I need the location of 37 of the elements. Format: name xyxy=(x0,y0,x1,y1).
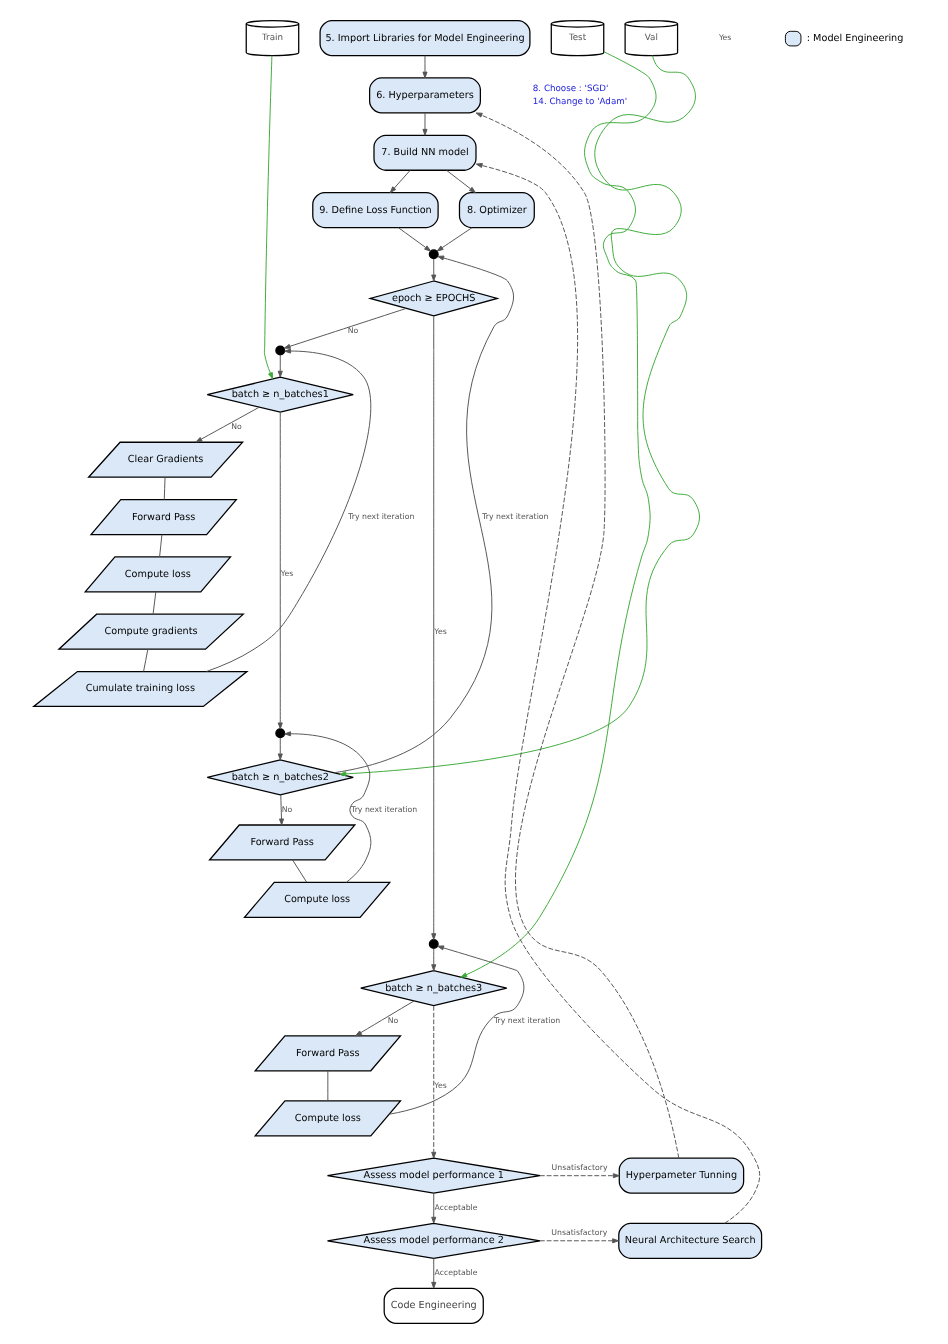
connector xyxy=(163,476,166,500)
arrow xyxy=(339,55,700,777)
arrow xyxy=(398,227,431,252)
arrow xyxy=(422,55,428,79)
arrow xyxy=(422,112,428,136)
arrow xyxy=(431,1005,437,1159)
connector xyxy=(159,534,163,558)
arrow xyxy=(539,1173,620,1179)
node-circle xyxy=(275,345,286,356)
arrow xyxy=(277,354,283,378)
arrow xyxy=(475,112,680,1159)
arrow xyxy=(284,731,372,883)
arrow xyxy=(195,406,260,443)
connector xyxy=(327,1070,329,1102)
arrow xyxy=(263,55,274,380)
arrow xyxy=(431,258,437,282)
arrow xyxy=(278,794,285,826)
connector xyxy=(143,648,149,672)
arrow xyxy=(355,1000,415,1037)
arrow xyxy=(431,948,437,972)
arrow xyxy=(333,255,514,774)
arrow xyxy=(539,1238,619,1244)
arrow xyxy=(283,308,407,349)
arrow xyxy=(436,227,473,252)
node-circle xyxy=(428,249,439,260)
arrow xyxy=(446,169,476,193)
arrow xyxy=(277,737,283,761)
node-circle xyxy=(428,939,439,949)
node-circle xyxy=(275,728,286,739)
arrow xyxy=(389,169,411,193)
connector xyxy=(292,859,308,883)
arrow xyxy=(431,1192,437,1224)
arrow xyxy=(388,945,525,1115)
arrow xyxy=(431,1257,437,1289)
arrow xyxy=(277,411,283,730)
arrow xyxy=(431,315,437,940)
connector xyxy=(152,591,157,615)
